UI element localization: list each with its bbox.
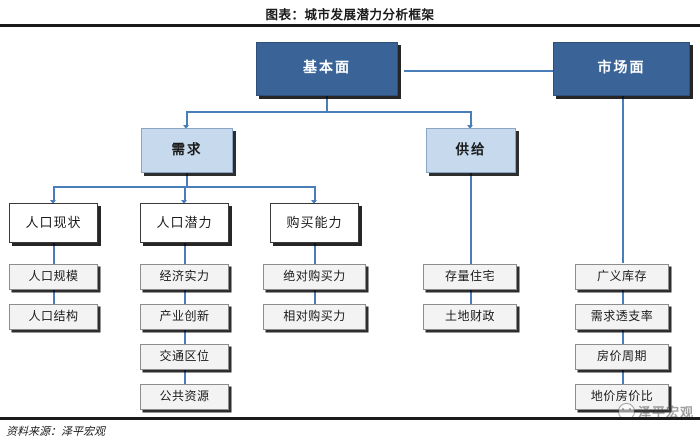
node-population-structure[interactable]: 人口结构 [9, 304, 98, 330]
page-title: 图表：城市发展潜力分析框架 [265, 8, 435, 22]
connector-to-pop-potential [184, 186, 186, 202]
node-market[interactable]: 市场面 [553, 42, 690, 96]
node-fundamental[interactable]: 基本面 [256, 42, 398, 96]
node-broad-inventory[interactable]: 广义库存 [575, 264, 669, 290]
connector-purchase-absolute [314, 243, 316, 264]
watermark-label: 泽平宏观 [637, 405, 694, 420]
connector-fundamental-spread [186, 111, 471, 113]
connector-industry-transport [184, 330, 186, 344]
connector-absolute-relative [314, 290, 316, 304]
connector-to-purchase-power [314, 186, 316, 202]
node-supply[interactable]: 供给 [426, 128, 516, 173]
node-economic-strength[interactable]: 经济实力 [140, 264, 229, 290]
connector-to-demand [186, 111, 188, 127]
connector-stock-landfinance [470, 290, 472, 304]
connector-supply-stock [470, 173, 472, 264]
arrow-to-pop-status [50, 200, 56, 204]
connector-scale-structure [53, 290, 55, 304]
node-public-resources[interactable]: 公共资源 [140, 384, 229, 410]
bottom-divider [0, 417, 700, 420]
node-land-finance[interactable]: 土地财政 [423, 304, 517, 330]
connector-demand-stem [186, 173, 188, 187]
node-demand-overdraft-rate[interactable]: 需求透支率 [575, 304, 669, 330]
source-note: 资料来源：泽平宏观 [6, 426, 105, 438]
arrow-to-demand [183, 125, 189, 129]
node-transport-location[interactable]: 交通区位 [140, 344, 229, 370]
node-house-price-cycle[interactable]: 房价周期 [575, 344, 669, 370]
connector-cycle-ratio [622, 370, 624, 384]
arrow-to-pop-potential [181, 200, 187, 204]
node-industry-innovation[interactable]: 产业创新 [140, 304, 229, 330]
top-divider [0, 24, 700, 27]
watermark: 泽平宏观 [617, 402, 694, 421]
smiley-circle-icon [617, 403, 635, 420]
arrow-to-purchase-power [311, 200, 317, 204]
connector-economic-industry [184, 290, 186, 304]
connector-fundamental-stem [326, 95, 328, 112]
connector-market-to-inventory [622, 95, 624, 263]
connector-popstatus-scale [53, 243, 55, 264]
connector-inventory-overdraft [622, 290, 624, 304]
connector-poppotential-economic [184, 243, 186, 264]
connector-fundamental-market [404, 70, 554, 72]
node-relative-purchase-power[interactable]: 相对购买力 [263, 304, 366, 330]
node-population-status[interactable]: 人口现状 [9, 203, 98, 243]
node-population-scale[interactable]: 人口规模 [9, 264, 98, 290]
node-housing-stock[interactable]: 存量住宅 [423, 264, 517, 290]
node-population-potential[interactable]: 人口潜力 [140, 203, 229, 243]
connector-overdraft-cycle [622, 330, 624, 344]
node-absolute-purchase-power[interactable]: 绝对购买力 [263, 264, 366, 290]
node-purchase-power[interactable]: 购买能力 [270, 203, 359, 243]
connector-to-supply [470, 111, 472, 127]
node-demand[interactable]: 需求 [141, 128, 233, 173]
connector-to-pop-status [53, 186, 55, 202]
connector-transport-public [184, 370, 186, 384]
arrow-to-supply [467, 125, 473, 129]
